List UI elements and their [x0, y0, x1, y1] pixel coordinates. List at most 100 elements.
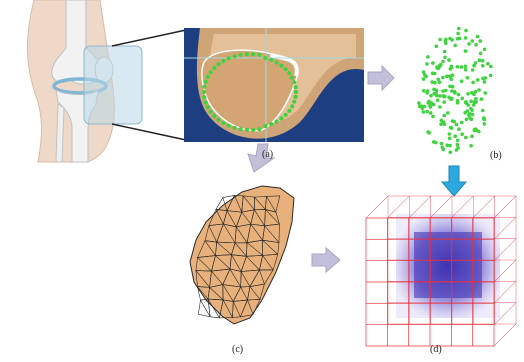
grid-line — [493, 195, 517, 219]
cloud-point — [456, 92, 461, 97]
cloud-point — [453, 91, 457, 95]
cloud-point — [463, 64, 468, 69]
contour-point — [201, 89, 207, 95]
cloud-point — [472, 63, 476, 68]
cloud-point — [470, 39, 475, 43]
cloud-point — [471, 80, 475, 85]
cloud-point — [455, 99, 460, 103]
cloud-point — [455, 65, 460, 69]
cloud-point — [447, 136, 452, 141]
cloud-point — [448, 150, 453, 154]
cloud-point — [425, 109, 429, 114]
grid-line — [387, 195, 410, 219]
cloud-point — [444, 88, 448, 93]
cloud-point — [481, 108, 485, 113]
grid-line — [408, 195, 431, 219]
cloud-point — [431, 114, 435, 119]
cloud-point — [474, 43, 478, 47]
cloud-point — [450, 89, 454, 93]
cloud-point — [447, 74, 452, 78]
contour-point — [263, 55, 268, 61]
cloud-point — [474, 97, 478, 101]
voxel-volume-core — [414, 232, 482, 298]
contour-point — [279, 63, 284, 68]
cloud-point — [453, 43, 458, 48]
cloud-point — [428, 105, 433, 109]
cloud-point — [422, 89, 426, 93]
cloud-point — [441, 147, 446, 152]
contour-point — [269, 57, 274, 63]
cloud-point — [442, 49, 447, 54]
grid-line — [493, 323, 517, 347]
cloud-point — [455, 138, 460, 143]
grid-line — [429, 195, 453, 219]
cloud-point — [435, 98, 440, 103]
contour-point — [226, 56, 231, 61]
grid-line — [493, 302, 517, 325]
cloud-point — [448, 143, 452, 148]
cloud-point — [472, 127, 477, 132]
contour-point — [257, 52, 262, 57]
cloud-point — [464, 117, 469, 122]
cloud-point — [486, 61, 490, 66]
mesh-triangle — [239, 299, 261, 318]
contour-point — [290, 75, 295, 80]
cloud-point — [417, 101, 421, 105]
cloud-point — [432, 87, 436, 92]
panel-label-d: (d) — [430, 344, 442, 355]
cloud-point — [477, 88, 481, 92]
cloud-point — [442, 113, 447, 118]
grid-line — [493, 259, 517, 283]
cloud-point — [430, 71, 435, 76]
zoom-line-top — [111, 29, 187, 47]
cloud-point — [488, 73, 493, 78]
cloud-point — [421, 110, 426, 114]
cloud-point — [427, 99, 431, 104]
panel-label-c: (c) — [232, 344, 243, 355]
knee-anatomy-illustration — [27, 0, 187, 163]
contour-point — [293, 94, 298, 99]
cloud-point — [423, 73, 427, 77]
cloud-point — [459, 65, 464, 69]
contour-point — [287, 108, 292, 113]
contour-point — [274, 119, 279, 124]
contour-point — [251, 52, 256, 57]
cloud-point — [480, 59, 485, 63]
cloud-point — [464, 135, 468, 140]
photo-contour-points — [201, 52, 299, 132]
cloud-point — [482, 116, 486, 120]
cloud-point — [436, 77, 441, 82]
cloud-point — [431, 102, 436, 107]
cloud-point — [466, 92, 470, 96]
contour-point — [216, 62, 221, 67]
cloud-point — [425, 89, 430, 93]
cloud-point — [441, 89, 445, 93]
cloud-point — [477, 58, 482, 62]
cloud-point — [468, 116, 472, 120]
contour-point — [244, 127, 249, 132]
grid-line — [365, 195, 389, 219]
cloud-point — [442, 95, 446, 99]
contour-point — [203, 79, 208, 84]
cloud-point — [445, 143, 450, 147]
cloud-point — [467, 112, 472, 116]
contour-point — [274, 60, 279, 65]
contour-point — [244, 52, 249, 57]
cloud-point — [463, 36, 468, 40]
cloud-point — [443, 55, 447, 60]
cloud-point — [473, 61, 478, 65]
cloud-point — [464, 100, 468, 104]
triangle-mesh — [189, 185, 295, 325]
cloud-point — [452, 119, 457, 124]
cloud-point — [482, 122, 487, 126]
cloud-point — [473, 89, 478, 94]
cloud-point — [442, 100, 447, 104]
contour-point — [212, 113, 217, 119]
grid-line — [493, 238, 517, 261]
cloud-point — [482, 47, 487, 52]
contour-point — [293, 85, 298, 90]
contour-point — [293, 89, 299, 95]
cloud-point — [477, 129, 481, 134]
photo-cartilage-region — [201, 49, 299, 132]
